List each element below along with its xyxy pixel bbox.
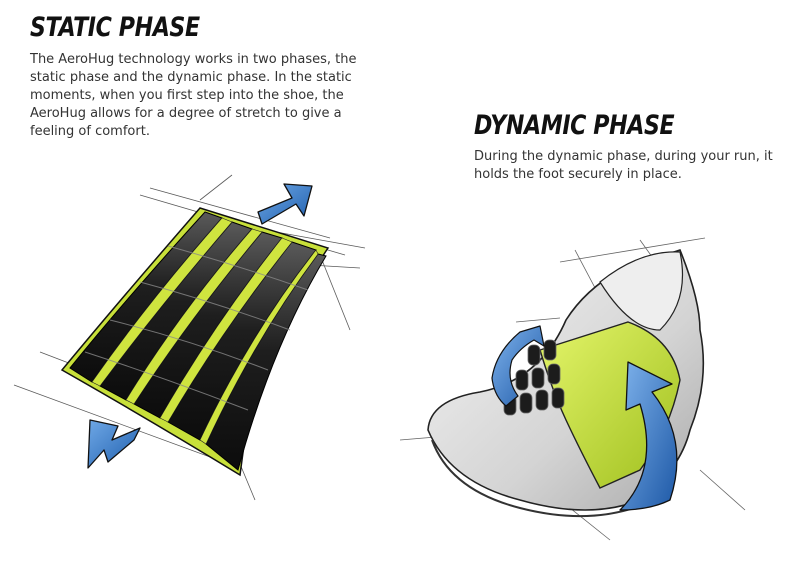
stretch-arrow-up-icon	[257, 183, 313, 225]
mesh-cell-lines	[84, 245, 309, 411]
static-phase-title: STATIC PHASE	[30, 12, 200, 43]
dynamic-phase-title: DYNAMIC PHASE	[474, 110, 675, 141]
mesh-bands	[69, 211, 327, 471]
mesh-lime-stripes	[91, 217, 319, 445]
hold-arrow-left-icon	[491, 325, 545, 407]
hold-arrow-right-icon	[619, 361, 678, 511]
shoe-collar	[599, 251, 684, 331]
static-phase-description: The AeroHug technology works in two phas…	[30, 52, 357, 139]
shoe-sole	[431, 439, 646, 518]
dynamic-phase-description: During the dynamic phase, during your ru…	[474, 149, 773, 182]
stretch-arrow-down-icon	[87, 419, 141, 469]
